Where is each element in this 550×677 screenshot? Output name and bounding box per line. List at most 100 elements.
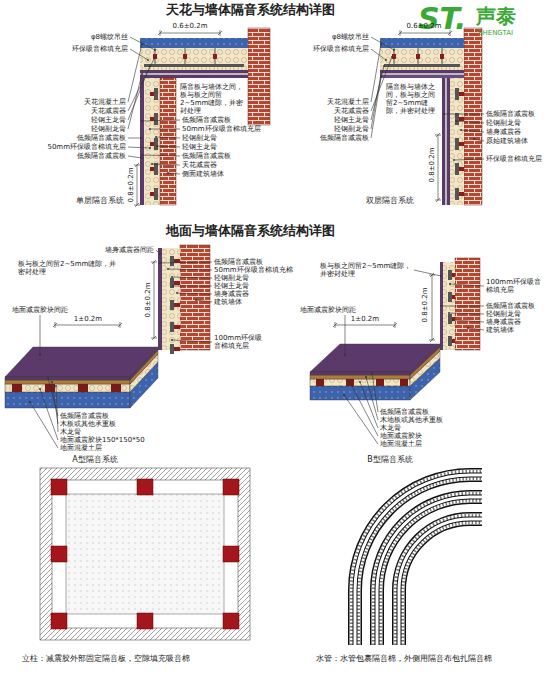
leader-line xyxy=(350,382,378,436)
dimension-line xyxy=(432,275,433,340)
dimension-line xyxy=(335,325,395,326)
wall-cotton-layer xyxy=(162,248,180,350)
leader-dot xyxy=(440,305,442,307)
floor-damping-board-front xyxy=(310,372,410,375)
leader-dot xyxy=(147,59,149,61)
leader-dot xyxy=(365,376,367,378)
leader-dot xyxy=(380,76,382,78)
leader-dot xyxy=(473,138,475,140)
sub-keel xyxy=(170,344,174,354)
leader-dot xyxy=(371,372,373,374)
pipe-wrap-outline xyxy=(399,519,482,645)
leader-dot xyxy=(467,327,469,329)
ceiling-damper xyxy=(183,54,187,59)
floor-rubber-block xyxy=(78,384,88,392)
dimension-end xyxy=(120,322,121,328)
leader-dot xyxy=(149,128,151,130)
leader-line xyxy=(40,315,41,355)
leader-dot xyxy=(149,65,151,67)
wall-damper xyxy=(174,281,180,285)
pipe-wrap-outline xyxy=(377,497,482,645)
wall-damper xyxy=(452,339,455,343)
part-label: 低频隔音减震板 xyxy=(60,412,109,420)
wall-damper xyxy=(459,92,464,96)
leader-dot xyxy=(55,385,57,387)
sub-keel xyxy=(448,270,452,280)
floor-cotton-front xyxy=(310,379,410,386)
leader-dot xyxy=(141,157,143,159)
part-label: 墙身减震器 xyxy=(486,318,521,326)
pipe-wrap xyxy=(399,519,482,645)
damping-rubber-block xyxy=(51,546,67,562)
leader-dot xyxy=(159,253,161,255)
leader-dot xyxy=(344,354,346,356)
floor-rubber-block xyxy=(400,379,408,386)
dimension-tick xyxy=(218,31,222,35)
dimension-tick xyxy=(118,323,122,327)
leader-dot xyxy=(393,49,395,51)
part-label: 地面减震胶块间距 xyxy=(300,306,356,314)
part-label: 环保吸音棉填充层 xyxy=(486,155,542,163)
logo-text: SHENGTAI xyxy=(478,29,513,37)
leader-line xyxy=(40,389,58,440)
damping-board xyxy=(447,78,450,205)
leader-line xyxy=(366,377,378,420)
side-building-wall xyxy=(160,78,176,205)
column-gap xyxy=(52,480,238,628)
dimension-tick xyxy=(158,31,162,35)
dimension-tick xyxy=(393,323,397,327)
part-label: A型隔音系统 xyxy=(72,455,117,464)
leader-dot xyxy=(159,262,161,264)
dimension-line xyxy=(137,165,138,205)
damping-board xyxy=(158,248,162,350)
wall-damper xyxy=(459,167,464,171)
damping-board xyxy=(380,70,464,73)
dimension-end xyxy=(151,338,157,339)
dimension-end xyxy=(429,340,435,341)
part-label: 低频隔音减震板 xyxy=(486,110,535,118)
dimension-tick xyxy=(436,133,440,137)
leader-dot xyxy=(140,137,142,139)
leader-dot xyxy=(385,59,387,61)
leader-dot xyxy=(443,113,445,115)
leader-line xyxy=(157,146,180,147)
dimension-tick xyxy=(398,31,402,35)
logo-text: 声泰 xyxy=(476,5,516,28)
floor-rubber-block xyxy=(376,379,384,386)
leader-dot xyxy=(380,43,382,45)
pipe xyxy=(377,497,482,645)
part-label: 单层隔音系统 xyxy=(76,196,124,205)
leader-line xyxy=(372,373,378,412)
dimension-line xyxy=(154,262,155,338)
wall-damper xyxy=(150,167,154,171)
part-label: 0.8±0.2m xyxy=(428,148,436,183)
dimension-end xyxy=(335,322,336,328)
wall-damper xyxy=(459,142,464,146)
part-label: 地面混凝土层 xyxy=(60,444,102,452)
leader-dot xyxy=(141,73,143,75)
leader-line xyxy=(156,250,160,254)
sub-keel xyxy=(448,292,452,302)
ceiling-cotton-layer xyxy=(380,48,464,70)
pipe-bore xyxy=(355,475,482,645)
dimension-tick xyxy=(53,323,57,327)
dimension-end xyxy=(160,30,161,36)
wall-damper xyxy=(452,295,455,299)
dimension-tick xyxy=(152,260,156,264)
leader-dot xyxy=(39,388,41,390)
wall-damper xyxy=(150,142,154,146)
building-wall xyxy=(455,258,480,350)
floor-rubber-block xyxy=(111,384,121,392)
leader-line xyxy=(454,159,484,161)
part-label: 50mm环保吸音棉填充棉 xyxy=(214,266,293,274)
leader-line xyxy=(130,49,148,60)
leader-line xyxy=(128,156,142,158)
leader-line xyxy=(172,277,212,278)
leader-line xyxy=(345,315,346,355)
leader-line xyxy=(160,262,212,264)
part-label: 0.8±0.2m xyxy=(144,283,152,318)
leader-line xyxy=(371,77,381,138)
leader-dot xyxy=(195,299,197,301)
part-label: 天花减震器 xyxy=(334,107,369,115)
